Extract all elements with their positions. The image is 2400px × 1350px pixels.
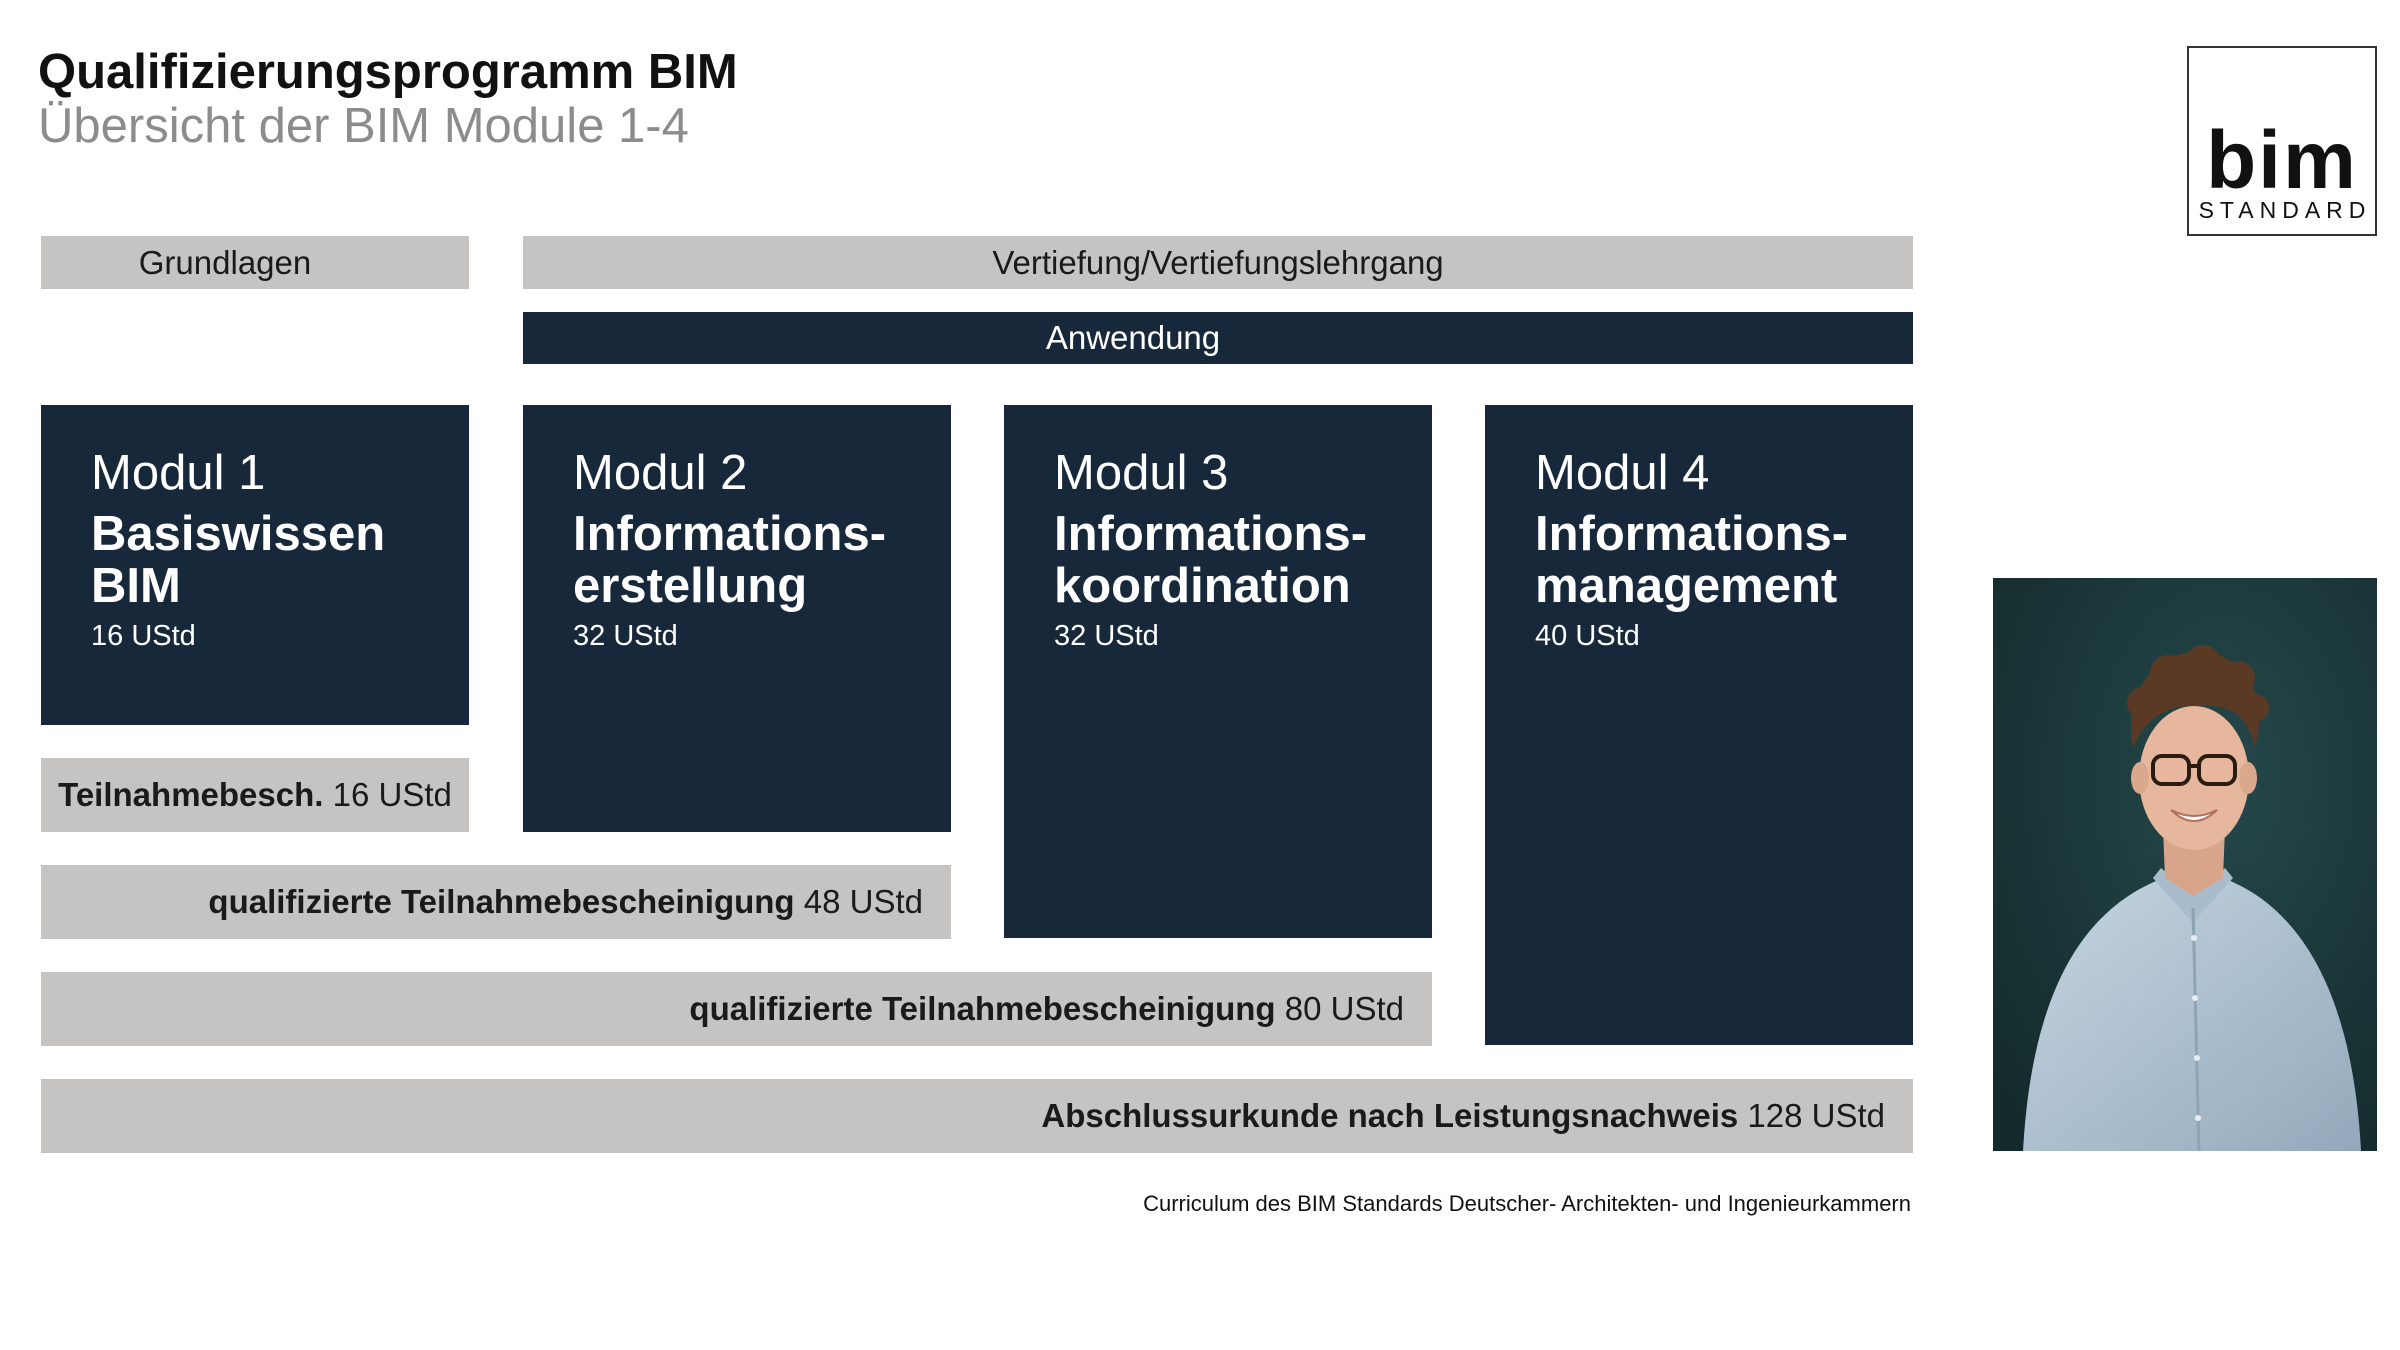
module-3-card: Modul 3 Informations- koordination 32 US… (1004, 405, 1432, 938)
certificate-label: qualifizierte Teilnahmebescheinigung (208, 883, 795, 920)
module-2-card: Modul 2 Informations- erstellung 32 UStd (523, 405, 951, 832)
module-4-card: Modul 4 Informations- management 40 UStd (1485, 405, 1913, 1045)
module-name: Informations- koordination (1054, 507, 1432, 613)
certificate-hours: 80 UStd (1284, 990, 1404, 1027)
module-number: Modul 3 (1054, 446, 1229, 500)
module-hours: 32 UStd (1054, 620, 1159, 653)
logo-subtitle: STANDARD (2198, 197, 2372, 223)
certificate-modules-1-4: Abschlussurkunde nach Leistungsnachweis … (41, 1079, 1913, 1153)
module-hours: 32 UStd (573, 620, 678, 653)
certificate-text: Teilnahmebesch. 16 UStd (58, 776, 452, 814)
certificate-module-1: Teilnahmebesch. 16 UStd (41, 758, 469, 832)
module-name-line1: Informations- (573, 507, 887, 562)
level-vertiefung: Vertiefung/Vertiefungslehrgang (523, 236, 1913, 289)
module-name-line2: erstellung (573, 558, 808, 613)
portrait-photo (1993, 578, 2377, 1151)
certificate-text: qualifizierte Teilnahmebescheinigung 80 … (689, 990, 1404, 1028)
level-grundlagen: Grundlagen (41, 236, 469, 289)
level-vertiefung-label: Vertiefung/Vertiefungslehrgang (992, 243, 1444, 281)
module-name-line1: Informations- (1054, 507, 1368, 562)
module-number: Modul 2 (573, 446, 748, 500)
certificate-modules-1-3: qualifizierte Teilnahmebescheinigung 80 … (41, 972, 1432, 1046)
certificate-label: Abschlussurkunde nach Leistungsnachweis (1041, 1097, 1739, 1134)
module-hours: 16 UStd (91, 620, 196, 653)
module-name-line1: Informations- (1535, 507, 1849, 562)
level-anwendung: Anwendung (523, 312, 1913, 364)
module-number: Modul 1 (91, 446, 266, 500)
module-name-line2: management (1535, 558, 1838, 613)
level-grundlagen-label: Grundlagen (138, 243, 312, 281)
module-number: Modul 4 (1535, 446, 1710, 500)
module-name-line2: BIM (91, 558, 181, 613)
certificate-text: Abschlussurkunde nach Leistungsnachweis … (1041, 1097, 1885, 1135)
module-name: Basiswissen BIM (91, 507, 469, 613)
module-name: Informations- management (1535, 507, 1913, 613)
bim-standard-logo: bim STANDARD (2187, 46, 2377, 236)
certificate-label: Teilnahmebesch. (58, 776, 324, 813)
source-caption: Curriculum des BIM Standards Deutscher- … (1143, 1191, 1911, 1216)
level-anwendung-label: Anwendung (1045, 319, 1221, 356)
page-title: Qualifizierungsprogramm BIM (38, 45, 738, 99)
certificate-hours: 16 UStd (332, 776, 452, 813)
logo-word: bim (2206, 115, 2358, 206)
module-1-card: Modul 1 Basiswissen BIM 16 UStd (41, 405, 469, 725)
certificate-modules-1-2: qualifizierte Teilnahmebescheinigung 48 … (41, 865, 951, 939)
certificate-hours: 48 UStd (803, 883, 923, 920)
page-subtitle: Übersicht der BIM Module 1-4 (38, 99, 689, 153)
module-name-line2: koordination (1054, 558, 1351, 613)
certificate-label: qualifizierte Teilnahmebescheinigung (689, 990, 1276, 1027)
module-name-line1: Basiswissen (91, 507, 386, 562)
certificate-hours: 128 UStd (1747, 1097, 1885, 1134)
certificate-text: qualifizierte Teilnahmebescheinigung 48 … (208, 883, 923, 921)
module-hours: 40 UStd (1535, 620, 1640, 653)
module-name: Informations- erstellung (573, 507, 951, 613)
